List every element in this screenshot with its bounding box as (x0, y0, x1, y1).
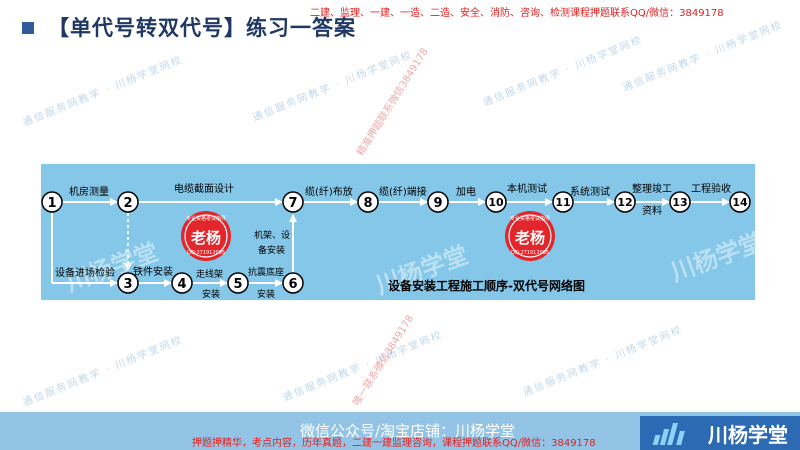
node-10: 10 (485, 191, 507, 213)
svg-text:QQ:271912095: QQ:271912095 (187, 250, 225, 256)
node-7: 7 (282, 191, 304, 213)
brand-logo: 川杨学堂 (640, 416, 800, 450)
svg-text:1: 1 (47, 196, 56, 211)
node-14: 14 (729, 191, 751, 213)
svg-text:13: 13 (672, 196, 687, 209)
svg-text:9: 9 (433, 196, 442, 211)
svg-text:专业资格考试指导: 专业资格考试指导 (186, 215, 226, 222)
node-1: 1 (41, 191, 63, 213)
svg-text:专业资格考试指导: 专业资格考试指导 (510, 215, 550, 222)
label-a56-1: 抗震底座 (248, 266, 284, 278)
svg-text:14: 14 (732, 196, 748, 209)
title-bullet (22, 22, 34, 34)
page-title: 【单代号转双代号】练习一答案 (48, 16, 356, 40)
svg-text:5: 5 (233, 277, 242, 292)
label-a27: 电缆截面设计 (174, 182, 234, 195)
svg-text:3: 3 (123, 277, 132, 292)
node-5: 5 (227, 272, 249, 294)
node-4: 4 (171, 272, 193, 294)
label-a1213-1: 整理竣工 (632, 182, 672, 195)
node-3: 3 (117, 272, 139, 294)
svg-text:10: 10 (488, 196, 504, 209)
svg-text:6: 6 (288, 277, 297, 292)
node-9: 9 (427, 191, 449, 213)
node-12: 12 (614, 191, 636, 213)
svg-text:7: 7 (288, 196, 297, 211)
label-a1213-2: 资料 (642, 204, 662, 217)
top-ad-text: 二建、监理、一建、一造、二造、安全、消防、咨询、检测课程押题联系QQ/微信：38… (310, 8, 724, 19)
svg-text:老杨: 老杨 (514, 229, 545, 247)
svg-text:11: 11 (555, 196, 570, 209)
svg-text:2: 2 (123, 196, 132, 211)
label-a56-2: 安装 (257, 288, 275, 300)
label-a45-1: 走线架 (196, 268, 223, 280)
svg-text:4: 4 (177, 277, 186, 292)
label-a12: 机房测量 (69, 185, 109, 198)
brand-mark-icon (652, 421, 686, 445)
footer-text: 微信公众号/淘宝店铺：川杨学堂 (300, 422, 516, 440)
label-a78: 缆(纤)布放 (305, 185, 353, 198)
node-2: 2 (117, 191, 139, 213)
label-a45-2: 安装 (202, 288, 220, 300)
label-a67-2: 备安装 (258, 244, 285, 256)
stamp-seal: 专业资格考试指导 老杨 QQ:271912095 (181, 211, 231, 261)
node-6: 6 (282, 272, 304, 294)
label-a1011: 本机测试 (507, 182, 547, 195)
label-a89: 缆(纤)端接 (379, 185, 427, 198)
label-a34: 铁件安装 (133, 265, 173, 278)
svg-text:QQ:271912095: QQ:271912095 (511, 250, 549, 256)
diagram-caption: 设备安装工程施工顺序-双代号网络图 (388, 278, 585, 293)
stamp-seal: 专业资格考试指导 老杨 QQ:271912095 (505, 211, 555, 261)
footer-ad-text: 押题押精华，考点内容，历年真题，二建一建监理咨询，课程押题联系QQ/微信：384… (192, 438, 596, 449)
svg-text:12: 12 (617, 196, 632, 209)
label-a910: 加电 (456, 185, 476, 198)
svg-text:老杨: 老杨 (190, 229, 221, 247)
label-a13: 设备进场检验 (55, 266, 115, 279)
node-11: 11 (552, 191, 574, 213)
diagram-panel (41, 164, 755, 300)
brand-name: 川杨学堂 (708, 422, 788, 447)
label-a67-1: 机架、设 (254, 229, 290, 241)
label-a1112: 系统测试 (570, 185, 610, 198)
svg-text:8: 8 (363, 196, 372, 211)
node-13: 13 (669, 191, 691, 213)
node-8: 8 (357, 191, 379, 213)
label-a1314: 工程验收 (691, 182, 731, 195)
